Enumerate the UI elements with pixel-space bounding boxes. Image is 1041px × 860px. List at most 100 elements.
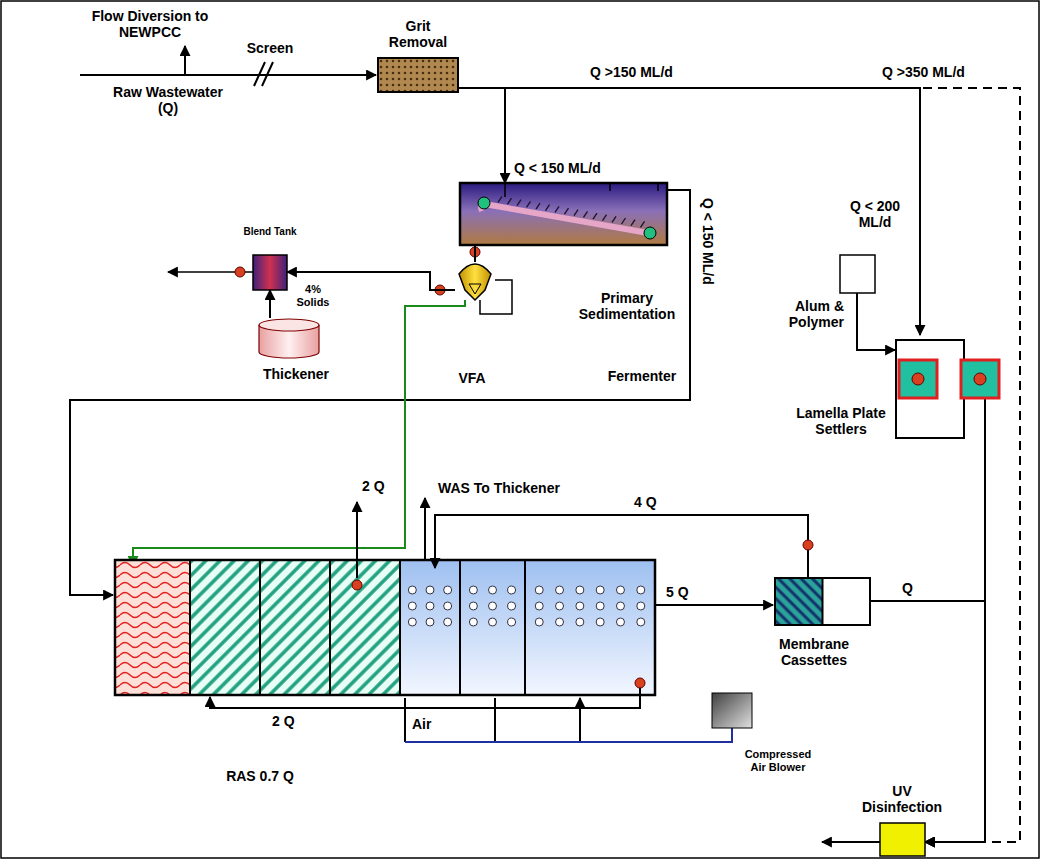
unit-shape <box>455 262 495 300</box>
shape-part <box>555 206 559 212</box>
annotation: Raw Wastewater (Q) <box>112 84 224 116</box>
shape-part <box>641 221 645 227</box>
drawing-rect <box>115 560 655 695</box>
shape-part <box>498 196 502 202</box>
shape-part <box>536 203 540 209</box>
drawing-circle <box>444 602 452 610</box>
drawing-circle <box>352 580 362 590</box>
drawing-rect <box>460 560 525 695</box>
drawing-circle <box>616 602 624 610</box>
drawing-path <box>822 841 880 843</box>
drawing-circle <box>426 602 434 610</box>
drawing-circle <box>489 618 497 626</box>
shape-part <box>912 373 924 385</box>
shape-part <box>378 58 458 92</box>
process-unit: Alum & Polymer <box>840 255 875 293</box>
unit-shape <box>378 58 458 92</box>
process-unit: Lamella Plate Settlers <box>895 335 1003 440</box>
unit-label: UV Disinfection <box>852 783 952 815</box>
flow-line <box>857 293 895 350</box>
shape-part <box>593 213 597 219</box>
unit-label: Blend Tank <box>240 226 300 238</box>
annotation: RAS 0.7 Q <box>222 768 298 784</box>
drawing-path <box>356 502 358 578</box>
process-unit: UV Disinfection <box>880 823 925 856</box>
drawing-circle <box>535 618 543 626</box>
process-unit: Fermenter <box>455 262 495 300</box>
shape-part <box>469 284 481 294</box>
bioreactor <box>115 560 655 695</box>
drawing-path <box>254 62 273 86</box>
shape-part <box>974 373 986 385</box>
drawing-circle <box>408 586 416 594</box>
shape-part <box>259 319 319 331</box>
drawing-path <box>184 46 186 75</box>
shape-part <box>478 197 490 209</box>
drawing-circle <box>469 586 477 594</box>
drawing-path <box>655 604 773 606</box>
process-unit: Compressed Air Blower <box>712 693 752 728</box>
shape-part <box>460 183 667 245</box>
process-unit: Grit Removal <box>378 58 458 92</box>
drawing-circle <box>556 586 564 594</box>
drawing-circle <box>616 586 624 594</box>
unit-label: Lamella Plate Settlers <box>790 405 892 437</box>
unit-shape <box>775 578 870 625</box>
drawing-rect <box>400 560 460 695</box>
shape-part <box>984 398 986 440</box>
drawing-circle <box>489 586 497 594</box>
drawing-circle <box>635 678 645 688</box>
drawing-circle <box>408 602 416 610</box>
shape-part <box>504 183 506 197</box>
shape-part <box>631 220 635 226</box>
shape-part <box>612 216 616 222</box>
shape-part <box>565 208 569 214</box>
flow-label: Q >350 ML/d <box>880 64 967 80</box>
drawing-circle <box>616 618 624 626</box>
air-line <box>405 728 732 742</box>
drawing-circle <box>576 618 584 626</box>
drawing-circle <box>235 267 245 277</box>
drawing-circle <box>426 618 434 626</box>
unit-label: Thickener <box>250 366 342 382</box>
unit-label: Compressed Air Blower <box>738 748 818 773</box>
shape-part <box>253 255 287 290</box>
drawing-circle <box>508 602 516 610</box>
influent-lines <box>80 46 376 86</box>
drawing-circle <box>637 618 645 626</box>
shape-part <box>896 340 964 438</box>
shape-part <box>584 211 588 217</box>
flow-label: Q < 150 ML/d <box>512 160 603 176</box>
drawing-circle <box>596 618 604 626</box>
annotation: Q < 200 ML/d <box>842 198 908 230</box>
shape-part <box>508 198 512 204</box>
shape-part <box>459 264 491 300</box>
drawing-circle <box>535 586 543 594</box>
unit-shape <box>253 255 287 290</box>
shape-part <box>899 360 937 398</box>
drawing-circle <box>426 586 434 594</box>
shape-part <box>527 201 531 207</box>
flow-line <box>458 88 920 335</box>
air-bubbles <box>408 586 644 626</box>
flow-line <box>458 88 505 183</box>
flow-label: Q <box>900 580 915 596</box>
shape-part <box>603 215 607 221</box>
drawing-circle <box>444 586 452 594</box>
annotation: 4% Solids <box>292 283 334 308</box>
drawing-circle <box>556 618 564 626</box>
flow-label: Q >150 ML/d <box>588 64 675 80</box>
recycle-lines <box>210 498 880 842</box>
drawing-path <box>424 498 426 560</box>
annotation: Screen <box>242 40 298 56</box>
unit-shape <box>460 183 667 245</box>
annotation: Air <box>412 716 452 732</box>
process-unit: Thickener <box>258 318 320 358</box>
pump-dots <box>235 247 813 688</box>
drawing-path <box>405 698 580 742</box>
annotation: 2 Q <box>272 713 312 729</box>
